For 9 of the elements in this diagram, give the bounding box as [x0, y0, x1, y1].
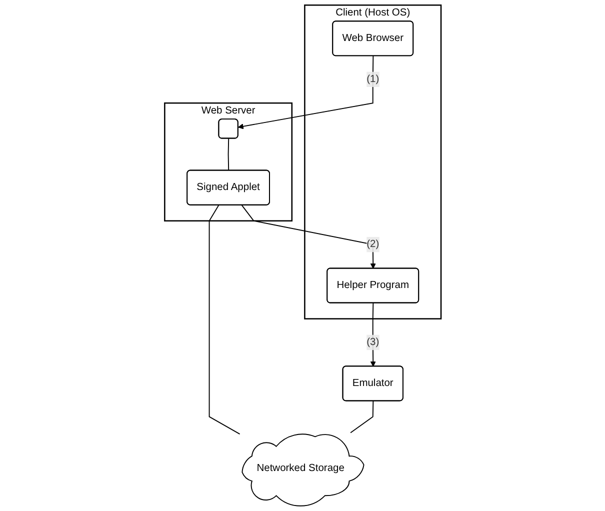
edge-label: (2) — [366, 238, 379, 250]
connector — [350, 400, 374, 434]
edge-label: (1) — [366, 74, 379, 84]
edge-label: (3) — [366, 336, 379, 348]
connector — [208, 204, 240, 435]
arrow — [238, 56, 374, 130]
arrow — [240, 204, 376, 269]
connector — [227, 138, 229, 172]
arrow — [370, 302, 376, 367]
